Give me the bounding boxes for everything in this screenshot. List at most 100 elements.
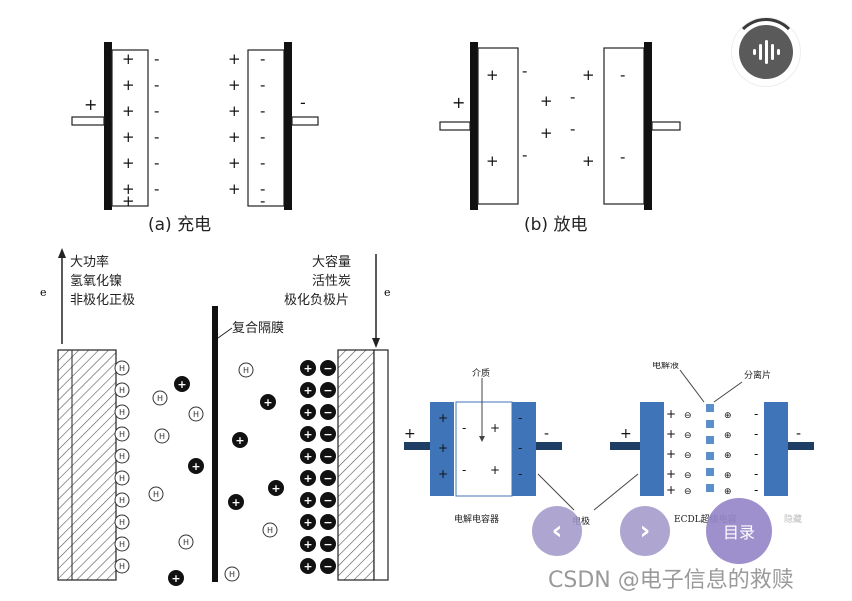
- negative-terminal: [291, 116, 319, 126]
- svg-text:−: −: [323, 516, 332, 529]
- audio-progress-ring: [732, 18, 800, 86]
- svg-text:+: +: [228, 76, 241, 94]
- svg-text:-: -: [154, 128, 159, 146]
- svg-text:+: +: [228, 50, 241, 68]
- svg-text:+: +: [540, 92, 553, 110]
- right-label-line-2: 活性炭: [312, 274, 351, 289]
- svg-text:⊖: ⊖: [684, 451, 692, 461]
- dielectric-label: 介质: [472, 367, 490, 379]
- svg-text:H: H: [193, 410, 199, 419]
- svg-text:−: −: [323, 538, 332, 551]
- svg-text:-: -: [522, 146, 527, 164]
- hybrid-capacitor-figure: e e 大功率 氢氧化镍 非极化正极 大容量 活性炭 极化负极片 复合隔膜 HH…: [40, 248, 391, 586]
- svg-text:H: H: [119, 474, 125, 483]
- svg-text:-: -: [570, 88, 575, 106]
- svg-text:H: H: [183, 538, 189, 547]
- svg-text:H: H: [153, 490, 159, 499]
- svg-text:+: +: [228, 128, 241, 146]
- svg-text:+: +: [228, 102, 241, 120]
- table-of-contents-button[interactable]: 目录: [706, 498, 772, 564]
- svg-text:−: −: [323, 472, 332, 485]
- svg-text:+: +: [666, 467, 676, 481]
- svg-text:⊖: ⊖: [684, 431, 692, 441]
- svg-text:-: -: [154, 102, 159, 120]
- svg-text:+: +: [303, 362, 312, 375]
- svg-text:-: -: [260, 154, 265, 172]
- right-label-line-1: 大容量: [312, 254, 351, 270]
- svg-text:-: -: [518, 467, 522, 481]
- svg-text:-: -: [260, 192, 265, 210]
- svg-text:+: +: [177, 378, 186, 391]
- svg-text:+: +: [540, 124, 553, 142]
- svg-text:+: +: [486, 152, 499, 170]
- svg-text:-: -: [754, 407, 758, 421]
- left-label-line-2: 氢氧化镍: [70, 274, 122, 289]
- electrolytic-caption: 电解电容器: [454, 513, 499, 525]
- audio-play-button[interactable]: [732, 18, 800, 86]
- svg-text:-: -: [620, 148, 625, 166]
- negative-electrode: [337, 349, 375, 581]
- prev-image-button[interactable]: ‹: [532, 506, 582, 556]
- svg-text:+: +: [582, 152, 595, 170]
- electrolyte-label: 电解液: [652, 362, 679, 371]
- svg-text:⊖: ⊖: [684, 487, 692, 497]
- svg-text:+: +: [231, 496, 240, 509]
- svg-text:+: +: [122, 154, 135, 172]
- edlc-right-plate: [764, 402, 788, 496]
- svg-text:-: -: [260, 76, 265, 94]
- svg-text:+: +: [438, 411, 448, 425]
- separator-label: 复合隔膜: [232, 321, 284, 336]
- charging-diagram: + +++ ++++ --- --- - +++ +++ --- ---- (a…: [48, 30, 388, 240]
- svg-text:H: H: [119, 518, 125, 527]
- svg-text:-: -: [570, 120, 575, 138]
- svg-text:-: -: [796, 426, 801, 442]
- charge-caption: (a) 充电: [148, 215, 211, 235]
- csdn-watermark: CSDN @电子信息的救赎: [548, 568, 794, 593]
- discharging-diagram: + ++ -- +- +- ++ -- (b) 放电: [420, 30, 720, 240]
- svg-text:+: +: [122, 76, 135, 94]
- svg-text:H: H: [119, 430, 125, 439]
- svg-text:−: −: [323, 560, 332, 573]
- svg-text:-: -: [300, 93, 306, 112]
- svg-text:−: −: [323, 450, 332, 463]
- svg-text:H: H: [243, 366, 249, 375]
- svg-text:−: −: [323, 384, 332, 397]
- svg-text:-: -: [260, 50, 265, 68]
- positive-plate: [104, 42, 112, 210]
- svg-text:⊕: ⊕: [724, 471, 732, 481]
- svg-text:+: +: [303, 472, 312, 485]
- svg-text:+: +: [303, 560, 312, 573]
- electrolytic-right-plate: [512, 402, 536, 496]
- svg-text:+: +: [271, 482, 280, 495]
- svg-text:+: +: [303, 428, 312, 441]
- svg-text:−: −: [323, 406, 332, 419]
- svg-text:+: +: [582, 66, 595, 84]
- svg-text:-: -: [754, 467, 758, 481]
- svg-text:-: -: [154, 180, 159, 198]
- left-label-line-3: 非极化正极: [70, 293, 135, 308]
- svg-text:H: H: [119, 562, 125, 571]
- svg-text:-: -: [260, 102, 265, 120]
- edlc-left-plate: [640, 402, 664, 496]
- electrolytic-left-plate: [430, 402, 454, 496]
- charging-diagram-figure: + +++ ++++ --- --- - +++ +++ --- ---- (a…: [71, 42, 319, 235]
- svg-text:⊖: ⊖: [684, 471, 692, 481]
- electron-right-label: e: [384, 286, 391, 299]
- svg-text:+: +: [191, 460, 200, 473]
- svg-text:⊕: ⊕: [724, 431, 732, 441]
- svg-text:H: H: [119, 386, 125, 395]
- svg-text:+: +: [452, 93, 465, 112]
- svg-text:+: +: [303, 494, 312, 507]
- next-image-button[interactable]: ›: [620, 506, 670, 556]
- svg-text:+: +: [490, 463, 500, 477]
- svg-text:-: -: [462, 463, 466, 477]
- svg-text:−: −: [323, 428, 332, 441]
- svg-text:-: -: [754, 447, 758, 461]
- svg-text:⊕: ⊕: [724, 451, 732, 461]
- svg-text:-: -: [754, 427, 758, 441]
- svg-text:+: +: [228, 154, 241, 172]
- svg-text:+: +: [235, 434, 244, 447]
- electron-left-label: e: [40, 286, 47, 299]
- svg-text:⊖: ⊖: [684, 411, 692, 421]
